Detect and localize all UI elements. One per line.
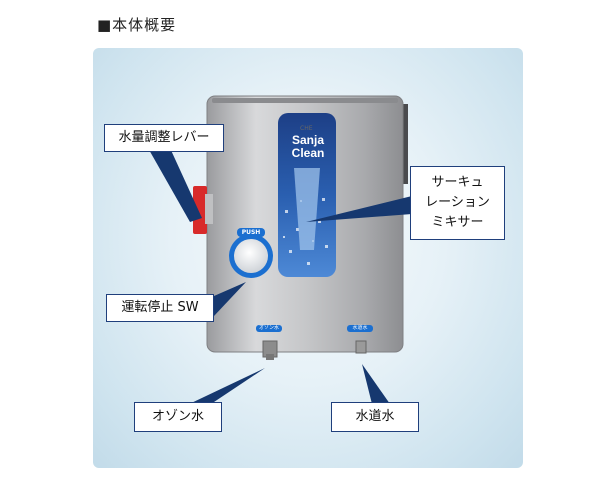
lever-callout-pointer (148, 148, 202, 222)
ozone-callout-pointer (185, 368, 265, 406)
label-circulation-mixer: サーキュ レーション ミキサー (410, 166, 505, 240)
label-tap-water: 水道水 (331, 402, 419, 432)
switch-callout-pointer (214, 282, 246, 316)
tap-callout-pointer (362, 364, 390, 404)
device-brand-name: Sanja Clean (291, 133, 325, 160)
push-button (234, 239, 268, 273)
label-run-stop-switch: 運転停止 SW (106, 294, 214, 322)
label-ozone-water: オゾン水 (134, 402, 222, 432)
ozone-outlet-tag: オゾン水 (258, 325, 279, 331)
lever-handle (193, 186, 207, 234)
tap-inlet-tag: 水道水 (352, 325, 368, 331)
device-small-logo: CHE (300, 125, 313, 132)
mixer-callout-pointer (306, 196, 412, 222)
label-water-volume-lever: 水量調整レバー (104, 124, 224, 152)
section-heading: ■本体概要 (97, 16, 177, 34)
push-button-label: PUSH (241, 229, 261, 236)
